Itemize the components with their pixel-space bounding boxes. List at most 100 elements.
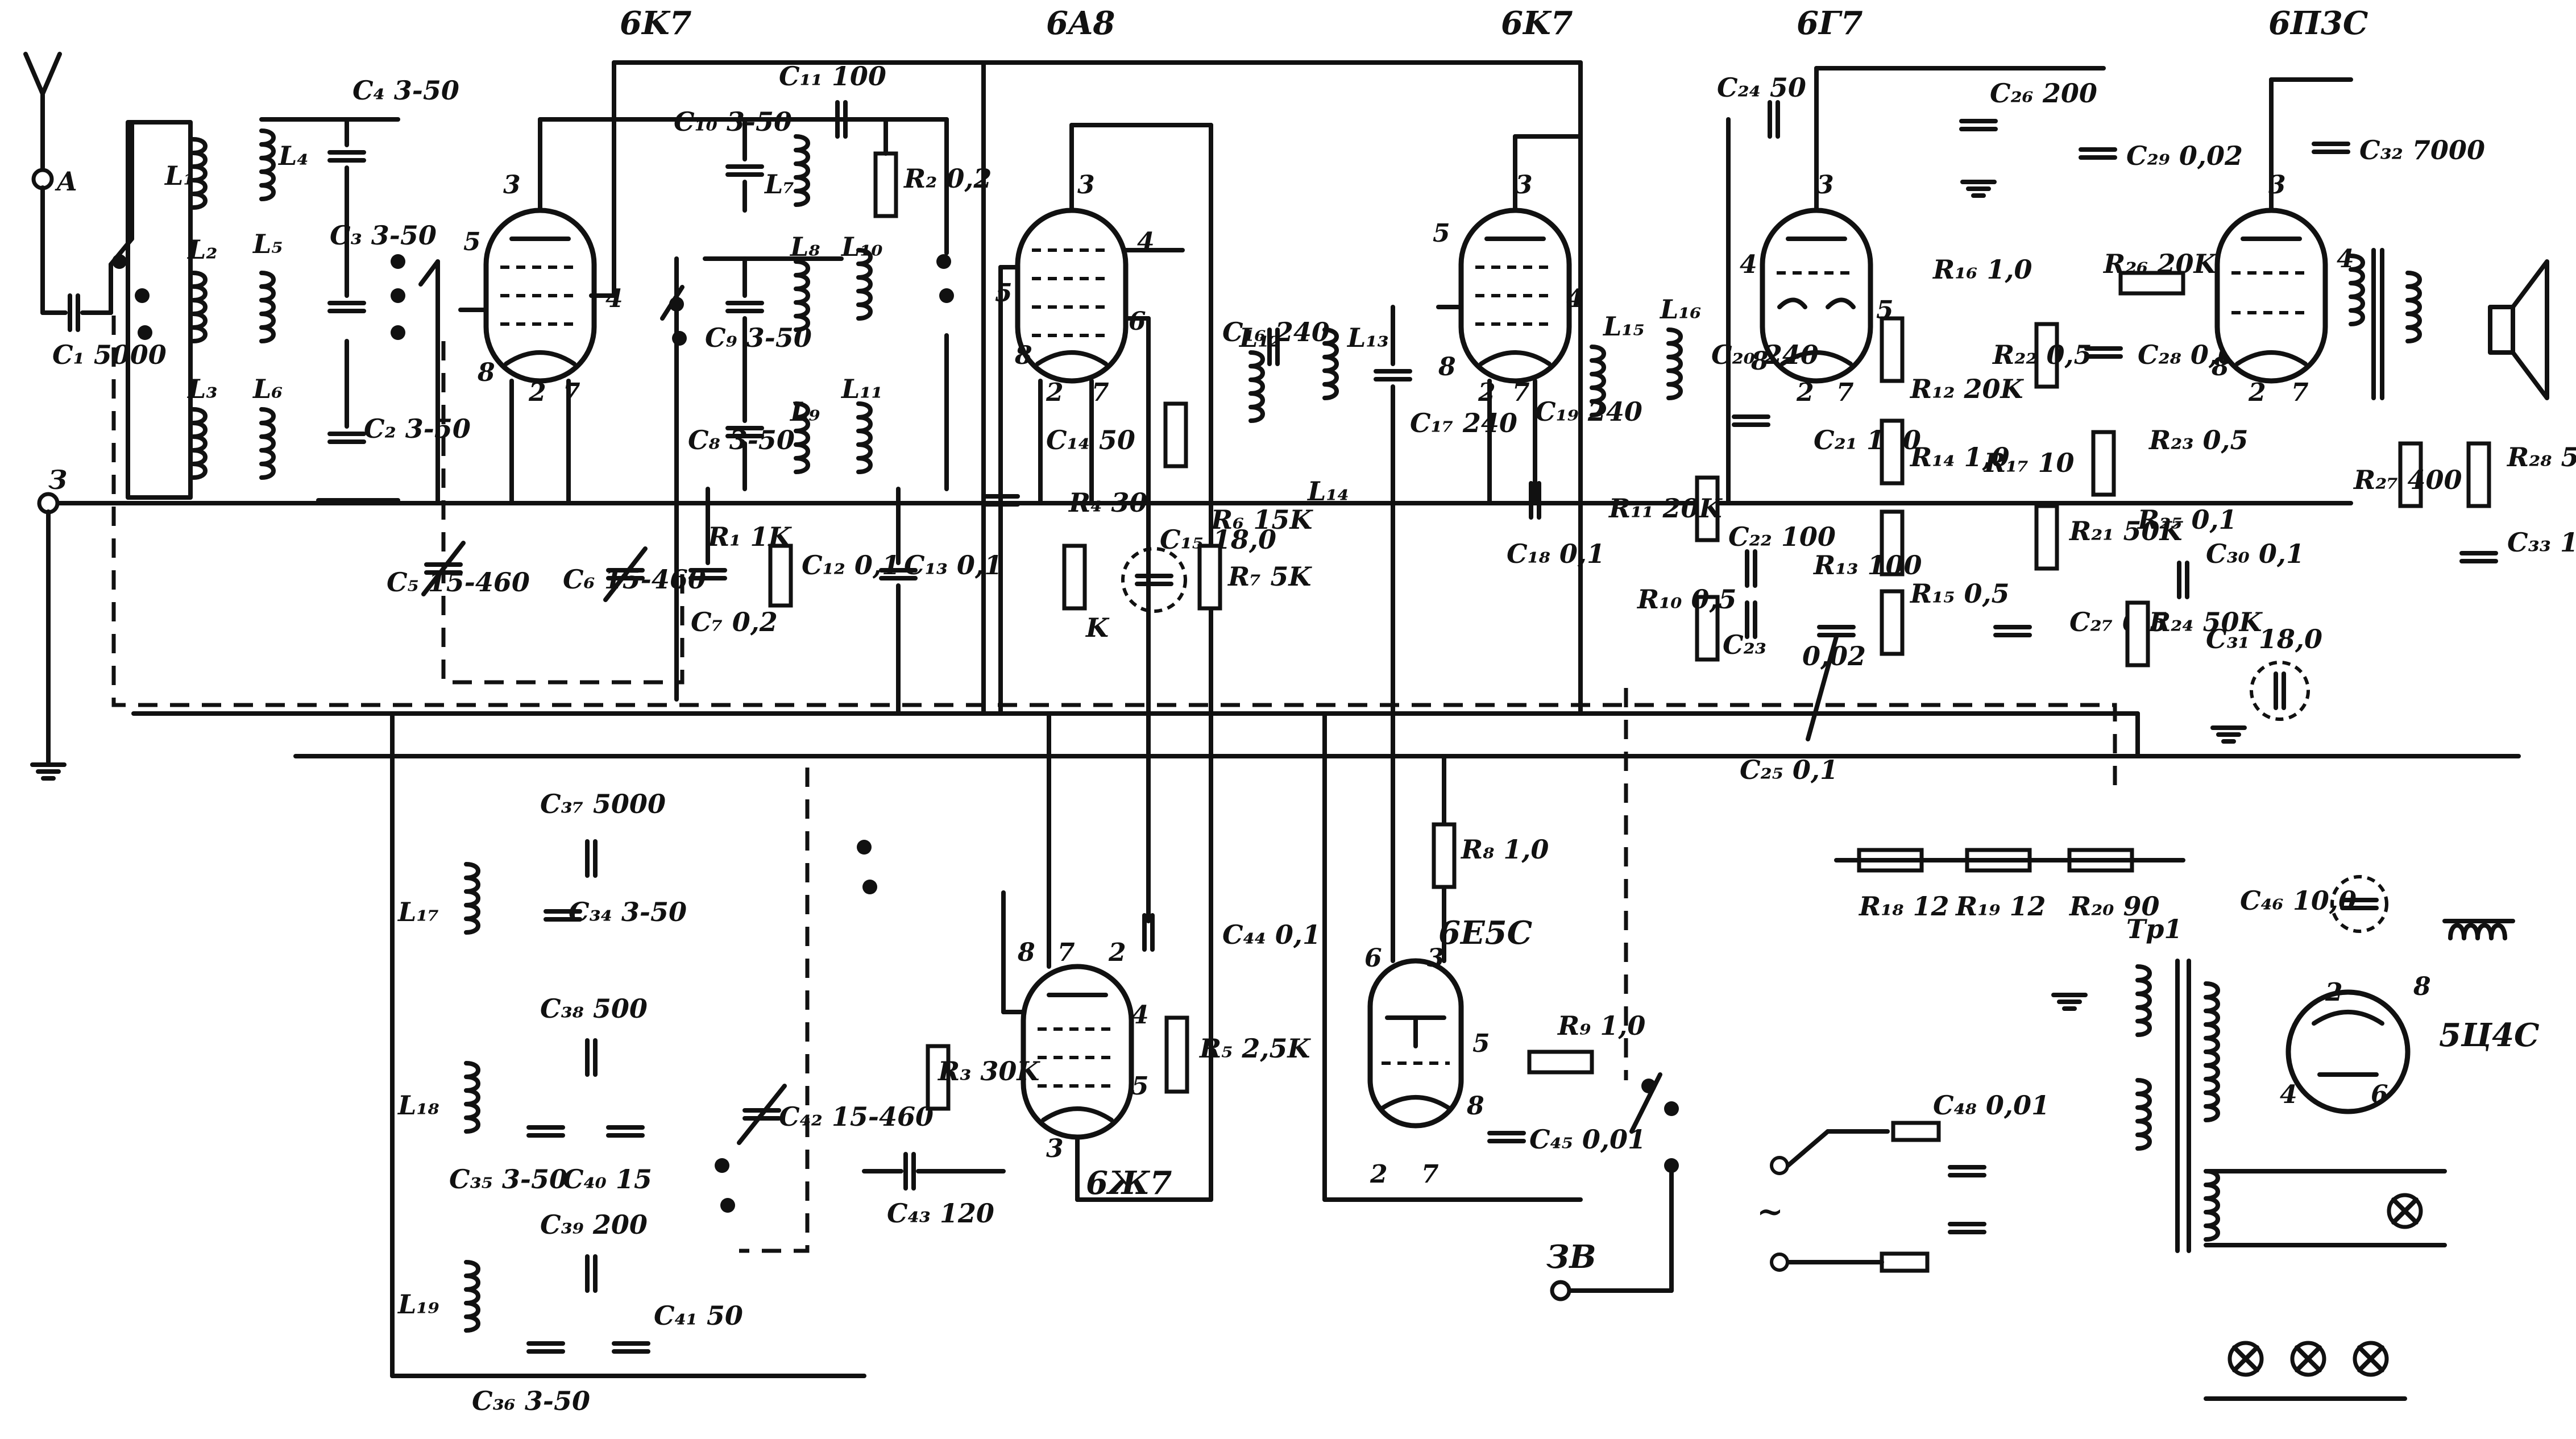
- l19-label: L₁₉: [397, 1289, 439, 1320]
- svg-text:8: 8: [2211, 353, 2229, 381]
- c6-label: C₆ 15-460: [563, 564, 706, 595]
- if-stage-parts: C₁₈ 0,1 C₁₉ 240 L₁₅: [1507, 311, 1645, 569]
- svg-text:7: 7: [1092, 378, 1109, 407]
- r14-label: R₁₄ 1,0: [1909, 442, 2010, 472]
- r20-label: R₂₀ 90: [2068, 891, 2160, 922]
- power-transformer: Тр1: [2054, 914, 2218, 1253]
- tube-6a8-converter: 6A8 3 5 4 6 8 2 7: [981, 5, 1213, 923]
- svg-text:7: 7: [1421, 1160, 1439, 1189]
- svg-text:7: 7: [2291, 378, 2309, 407]
- c42-label: C₄₂ 15-460: [779, 1101, 934, 1132]
- if-transformer-1: L₁₂ L₁₃ L₁₄ C₁₇ 240: [1238, 305, 1517, 758]
- r4-label: R₄ 30: [1068, 487, 1147, 518]
- svg-text:4: 4: [1740, 250, 1757, 279]
- svg-text:3: 3: [1816, 171, 1834, 200]
- c37-label: C₃₇ 5000: [540, 789, 666, 819]
- c20-label: C₂₀ 240: [1711, 339, 1819, 370]
- ground-terminal-label: З: [48, 465, 67, 495]
- r15-label: R₁₅ 0,5: [1909, 578, 2010, 609]
- mains-symbol: ~: [1757, 1193, 1783, 1230]
- c44-label: C₄₄ 0,1: [1222, 919, 1321, 950]
- tube-6p3s-label: 6П3С: [2268, 5, 2368, 42]
- c14-label: C₁₄ 50: [1046, 425, 1135, 455]
- svg-text:7: 7: [563, 378, 580, 407]
- c47-label: C₄₈ 0,01: [1933, 1090, 2050, 1121]
- r10-label: R₁₀ 0,5: [1636, 584, 1737, 615]
- svg-text:7: 7: [1836, 378, 1854, 407]
- c19-label: C₁₉ 240: [1535, 396, 1642, 427]
- output-stage-parts: C₃₂ 7000 R₂₇ 400 R₂₈ 50 C₃₃ 1,0 C₃₁ 18,0: [2206, 135, 2576, 741]
- local-oscillator-coils: L₁₇ C₃₇ 5000 C₃₄ 3-50 L₁₈ C₃₈ 500 C₃₅ 3-…: [390, 711, 934, 1416]
- tube-6k7-rf-label: 6K7: [620, 5, 692, 42]
- svg-text:2: 2: [1108, 938, 1126, 967]
- svg-text:8: 8: [1438, 353, 1456, 381]
- c43-label: C₄₃ 120: [887, 1198, 994, 1229]
- power-supply-filter: R₁₈ 12 R₁₉ 12 R₂₀ 90 C₄₆ 10,0: [1834, 848, 2515, 940]
- svg-text:3: 3: [1515, 171, 1533, 200]
- r22-label: R₂₂ 0,5: [1992, 339, 2092, 370]
- r23-label: R₂₃ 0,5: [2148, 425, 2249, 455]
- c36-label: C₃₆ 3-50: [472, 1386, 590, 1416]
- c34-label: C₃₄ 3-50: [569, 897, 687, 927]
- l4-label: L₄: [277, 140, 309, 171]
- c4-label: C₄ 3-50: [352, 75, 459, 106]
- c45-label: C₄₅ 0,01: [1529, 1124, 1646, 1155]
- svg-text:4: 4: [1131, 1001, 1149, 1030]
- svg-text:8: 8: [1750, 347, 1769, 376]
- c32-label: C₃₂ 7000: [2359, 135, 2485, 165]
- svg-text:4: 4: [1566, 284, 1584, 313]
- c24-label: C₂₄ 50: [1717, 72, 1806, 103]
- tube-6a8-label: 6A8: [1046, 5, 1115, 42]
- shield-dashed-lines: [111, 316, 2117, 1253]
- svg-text:7: 7: [1057, 938, 1075, 967]
- svg-text:3: 3: [1427, 944, 1445, 973]
- l18-label: L₁₈: [397, 1090, 439, 1121]
- svg-text:2: 2: [1796, 378, 1814, 407]
- tube-6e5s: 6Е5С 6 3 5 8 2 7: [1322, 711, 1583, 1202]
- svg-text:8: 8: [1017, 938, 1035, 967]
- oscillator-coils-group: C₁₀ 3-50 C₁₁ 100 L₇ L₈ L₉ C₉ 3-50 C₈ 3-5…: [660, 61, 1002, 716]
- c27-label: C₂₇ 0,5: [2069, 607, 2168, 637]
- svg-text:7: 7: [1512, 378, 1530, 407]
- l7-label: L₇: [764, 169, 795, 200]
- svg-text:5: 5: [1131, 1072, 1149, 1101]
- svg-text:3: 3: [1077, 171, 1095, 200]
- c30-label: C₃₀ 0,1: [2206, 538, 2304, 569]
- l17-label: L₁₇: [397, 897, 439, 927]
- l15-label: L₁₅: [1602, 311, 1645, 342]
- antenna-input: A C₁ 5000: [23, 52, 167, 370]
- svg-text:2: 2: [528, 378, 546, 407]
- svg-text:2: 2: [2325, 978, 2343, 1007]
- r5-label: R₅ 2,5K: [1198, 1033, 1311, 1064]
- tube-6zh7-label: 6Ж7: [1086, 1164, 1172, 1202]
- r11-label: R₁₁ 20K: [1608, 493, 1723, 524]
- c31-label: C₃₁ 18,0: [2206, 624, 2322, 654]
- c15-value: K: [1085, 612, 1110, 643]
- svg-text:6: 6: [1129, 307, 1146, 336]
- r7-label: R₇ 5K: [1227, 561, 1312, 592]
- svg-text:8: 8: [1466, 1092, 1484, 1121]
- r9-label: R₉ 1,0: [1557, 1010, 1645, 1041]
- tube-6k7-rf: 6K7 3 5 4 8 2 7: [458, 5, 949, 505]
- r26-label: R₂₆ 20K: [2102, 248, 2218, 279]
- tube-5c4s-label: 5Ц4С: [2439, 1017, 2540, 1054]
- detector-parts: C₂₄ 50 C₂₆ 200 L₁₆ C₂₀ 240 C₂₁ 100 C₂₂ 1…: [1608, 72, 2097, 785]
- c29-label: C₂₉ 0,02: [2126, 140, 2243, 171]
- r16-label: R₁₆ 1,0: [1932, 254, 2032, 285]
- c9-label: C₉ 3-50: [705, 322, 812, 353]
- c2-label: C₂ 3-50: [364, 413, 471, 444]
- svg-text:2: 2: [1046, 378, 1064, 407]
- c26-label: C₂₆ 200: [1990, 78, 2097, 109]
- c41-label: C₄₁ 50: [654, 1300, 743, 1331]
- c8-label: C₈ 3-50: [688, 425, 795, 455]
- svg-text:8: 8: [2413, 972, 2431, 1001]
- tube-6zh7: 6Ж7 8 7 2 4 5 3: [1001, 711, 1213, 1202]
- dial-lamps: [2204, 1169, 2447, 1401]
- mains-input: ~ C₄₈ 0,01: [1757, 1090, 2050, 1273]
- c17-label: C₁₇ 240: [1410, 408, 1517, 438]
- tube-6p3s-output: 6П3С 3 4 8 2 7: [2211, 5, 2368, 407]
- svg-text:2: 2: [2248, 378, 2266, 407]
- r8-label: R₈ 1,0: [1460, 834, 1549, 865]
- c5-label: C₅ 15-460: [387, 567, 530, 598]
- tube-6k7-if: 6K7 3 5 4 8 2 7: [1433, 5, 1584, 505]
